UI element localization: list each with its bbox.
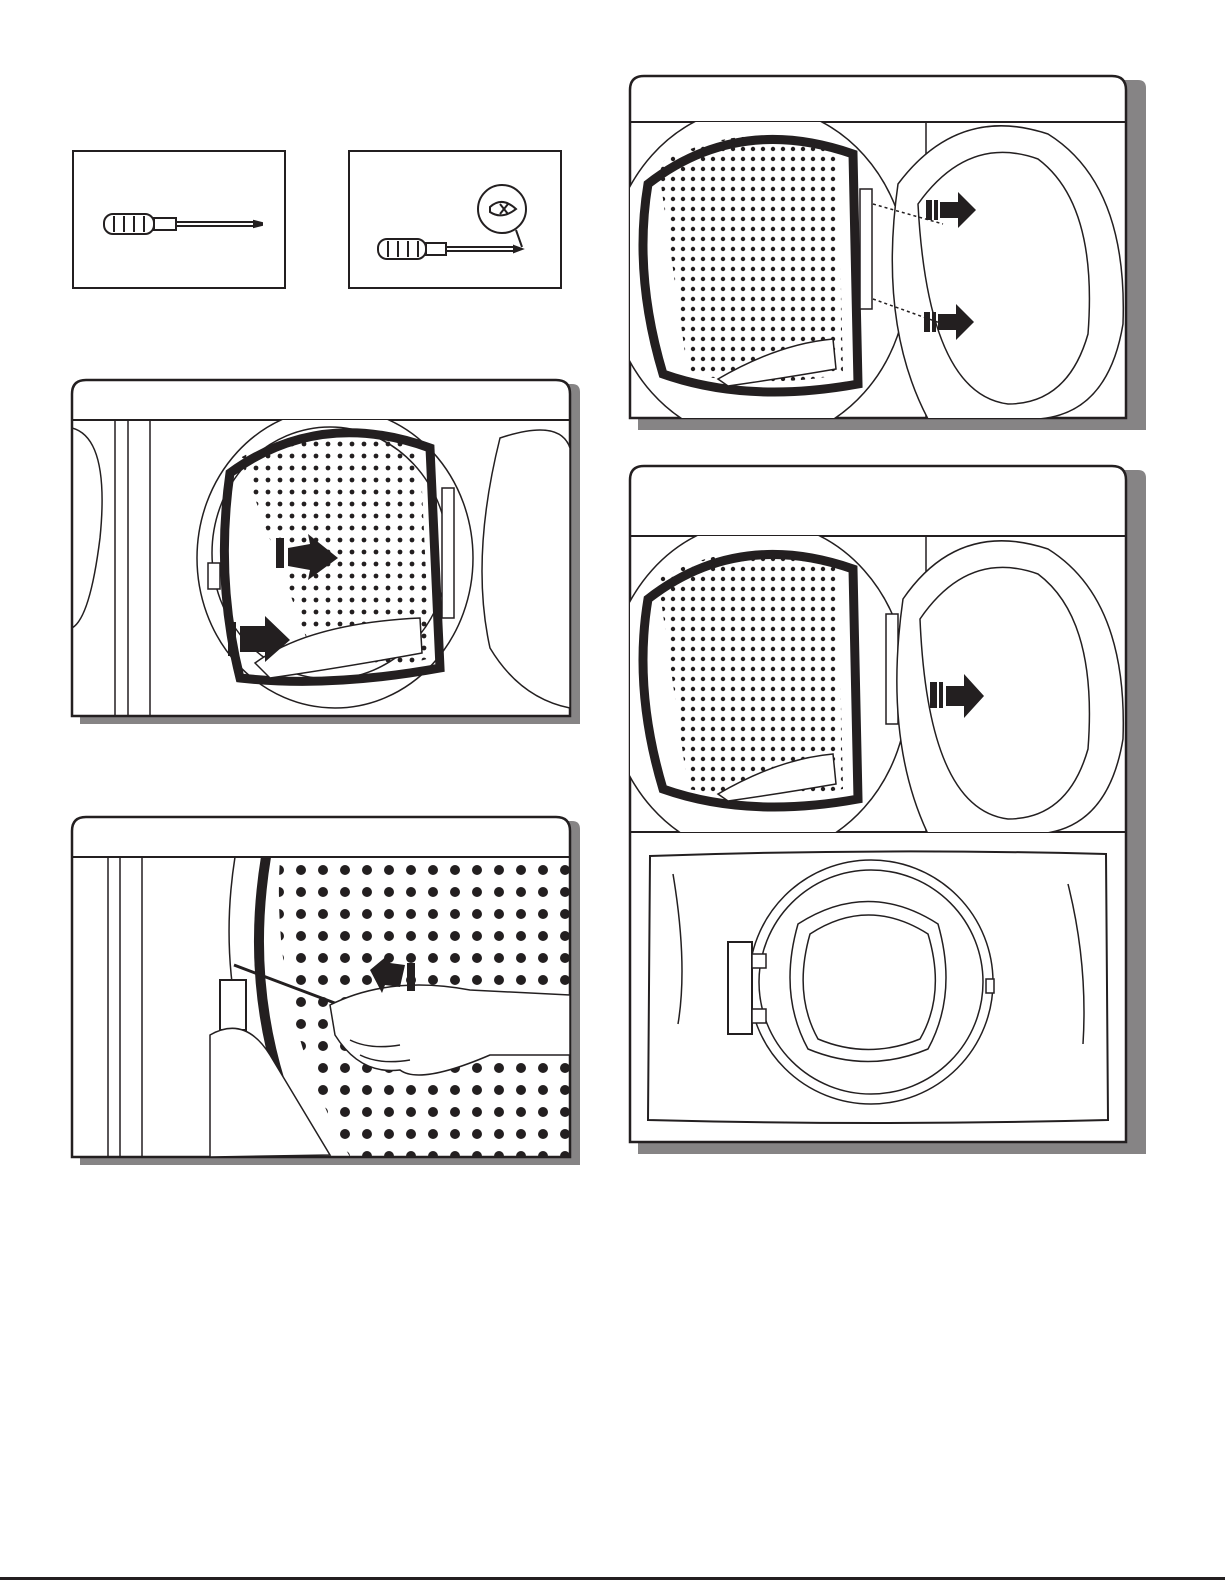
step-remove-door-from-cabinet [628, 74, 1148, 430]
page-bottom-rule [0, 1577, 1225, 1580]
tool-box-flat-screwdriver [72, 150, 286, 289]
step-remove-door-hinge-screws [70, 378, 582, 724]
flat-blade-screwdriver-icon [74, 152, 284, 287]
step-remove-hinge-cover [70, 815, 582, 1165]
phillips-screwdriver-icon [350, 152, 560, 287]
step-lay-door-face-down [628, 464, 1148, 1154]
tool-box-phillips-screwdriver [348, 150, 562, 289]
